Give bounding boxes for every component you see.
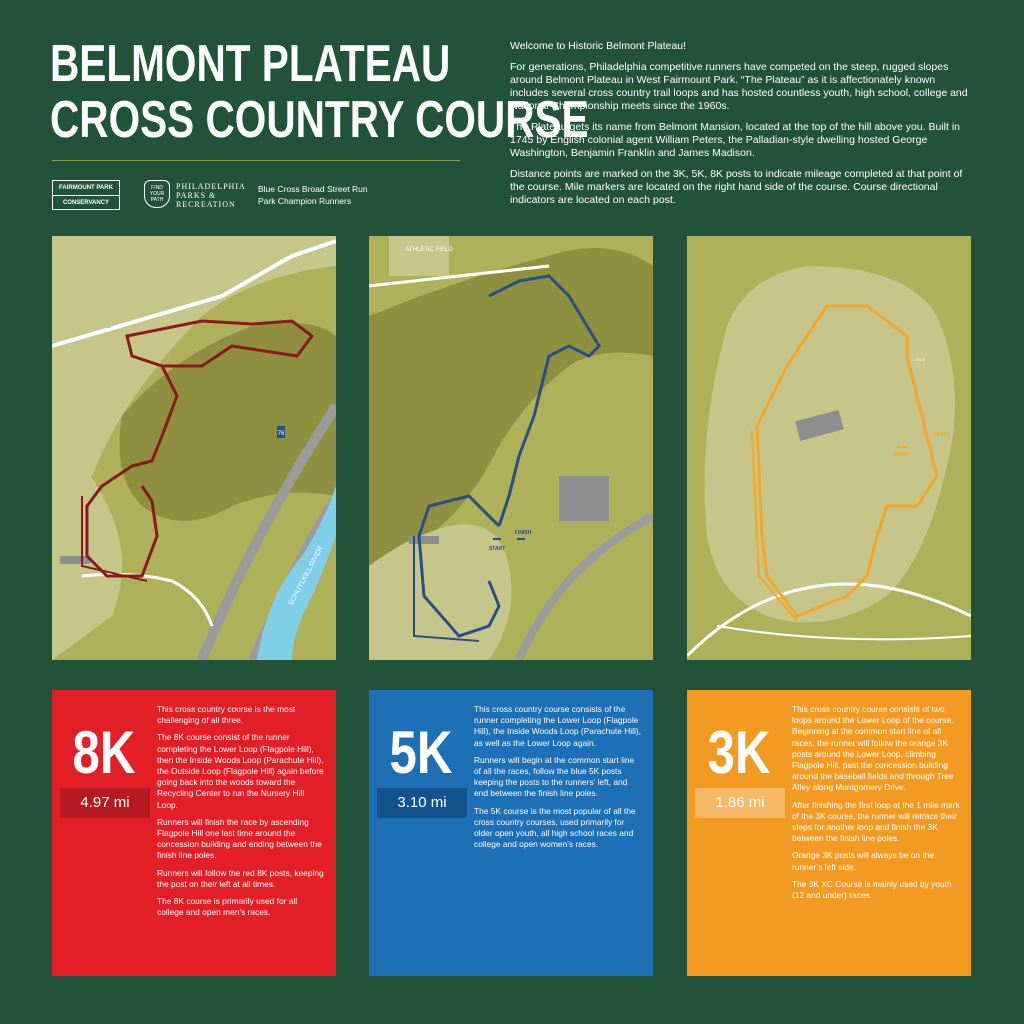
distance-3k: 3K (707, 719, 771, 786)
desc-5k-p3: The 5K course is the most popular of all… (474, 805, 636, 850)
desc-3k-p1: This cross country course consists of tw… (792, 704, 954, 793)
philadelphia-parks-logo: FIND YOUR PATH PHILADELPHIA PARKS & RECR… (144, 180, 304, 212)
desc-3k-p3: Orange 3K posts will always be on the ru… (792, 850, 934, 872)
start-label-3k: START (894, 452, 910, 458)
card-3k: 3K 1.86 mi This cross country course con… (687, 690, 971, 976)
map-8k: 76 SCHUYLKILL RIVER (52, 236, 336, 660)
intro-text: Welcome to Historic Belmont Plateau! For… (510, 40, 975, 215)
finish-label-3k: FINISH (934, 432, 951, 438)
distance-5k: 5K (389, 719, 453, 786)
start-label-5k: START (489, 546, 505, 552)
fairmount-park-conservancy-logo: FAIRMOUNT PARK CONSERVANCY (52, 180, 120, 210)
description-3k: This cross country course consists of tw… (792, 704, 960, 907)
desc-8k-p1: This cross country course is the most ch… (157, 704, 296, 726)
description-5k: This cross country course consists of th… (474, 704, 642, 856)
map-5k-svg: START FINISH ATHLETIC FIELD (369, 236, 653, 660)
map-5k: START FINISH ATHLETIC FIELD (369, 236, 653, 660)
miles-3k: 1.86 mi (695, 788, 785, 818)
finish-label-5k: FINISH (515, 530, 532, 536)
miles-8k: 4.97 mi (60, 788, 150, 818)
desc-8k-p4: Runners will follow the red 8K posts, ke… (157, 867, 324, 889)
ppr-line-3: RECREATION (176, 200, 236, 209)
title-line-2: CROSS COUNTRY COURSE (50, 91, 589, 149)
card-5k: 5K 3.10 mi This cross country course con… (369, 690, 653, 976)
desc-8k-p2: The 8K course consist of the runner comp… (157, 732, 324, 810)
ppr-wordmark: PHILADELPHIA PARKS & RECREATION (176, 182, 246, 209)
find-your-path-badge-icon: FIND YOUR PATH (144, 180, 170, 208)
desc-3k-p4: The 3K XC Course is mainly used by youth… (792, 878, 952, 901)
sponsor-logos: FAIRMOUNT PARK CONSERVANCY FIND YOUR PAT… (52, 180, 462, 212)
desc-8k-p3: Runners will finish the race by ascendin… (157, 816, 322, 861)
card-8k: 8K 4.97 mi This cross country course is … (52, 690, 336, 976)
bc-line-2: Park Champion Runners (258, 196, 352, 206)
distance-8k: 8K (72, 719, 136, 786)
fpc-top-text: FAIRMOUNT PARK (59, 185, 113, 191)
athletic-field-label: ATHLETIC FIELD (405, 247, 453, 253)
intro-history: For generations, Philadelphia competitiv… (510, 61, 968, 112)
bc-line-1: Blue Cross Broad Street Run (258, 184, 368, 194)
desc-5k-p2: Runners will begin at the common start l… (474, 754, 635, 799)
route-76-label: 76 (278, 431, 285, 437)
mile-label-3k: 1 MILE (913, 357, 926, 362)
title-line-1: BELMONT PLATEAU (50, 35, 451, 93)
intro-welcome: Welcome to Historic Belmont Plateau! (510, 40, 687, 52)
ppr-line-1: PHILADELPHIA (176, 182, 246, 191)
fpc-bottom-text: CONSERVANCY (62, 200, 110, 206)
map-3k-svg: START FINISH 1 MILE (687, 236, 971, 660)
page-title: BELMONT PLATEAU CROSS COUNTRY COURSE (50, 35, 589, 149)
ppr-line-2: PARKS & (176, 191, 217, 200)
intro-markers: Distance points are marked on the 3K, 5K… (510, 168, 963, 206)
miles-5k: 3.10 mi (377, 788, 467, 818)
desc-8k-p5: The 8K course is primarily used for all … (157, 896, 298, 918)
intro-mansion: The Plateau gets its name from Belmont M… (510, 121, 961, 159)
desc-3k-p2: After finishing the first loop at the 1 … (792, 799, 960, 844)
blue-cross-text: Blue Cross Broad Street Run Park Champio… (258, 183, 368, 207)
map-8k-svg: 76 SCHUYLKILL RIVER (52, 236, 336, 660)
title-divider (52, 160, 460, 161)
map-3k: START FINISH 1 MILE (687, 236, 971, 660)
description-8k: This cross country course is the most ch… (157, 704, 325, 924)
desc-5k-p1: This cross country course consists of th… (474, 704, 641, 748)
